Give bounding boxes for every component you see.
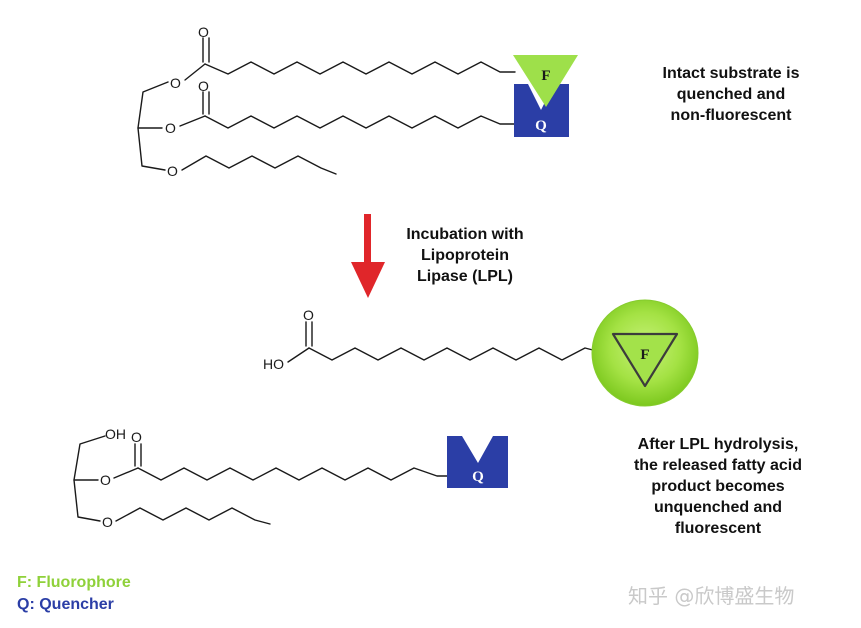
intact-substrate-caption: Intact substrate is quenched and non-flu… — [662, 65, 800, 124]
after-hydrolysis-caption: After LPL hydrolysis, the released fatty… — [633, 436, 803, 537]
remaining-glyceride-molecule: OH O O O Q — [73, 426, 508, 530]
released-fatty-acid-molecule: HO O F — [263, 299, 699, 407]
hydroxyl-group: HO — [263, 356, 284, 372]
quencher-block — [447, 436, 508, 488]
ether-chain — [181, 155, 337, 175]
oxygen-atom: O — [131, 429, 142, 445]
fluorophore-triangle — [611, 332, 679, 388]
intact-substrate-molecule: O O O O O Q F — [137, 24, 578, 179]
fluorophore-triangle — [513, 55, 578, 107]
fatty-acid-chain — [308, 347, 613, 361]
ether-chain — [115, 507, 271, 525]
glycerol-backbone — [137, 81, 169, 171]
legend-quencher: Q: Quencher — [17, 596, 114, 613]
fluorophore-label: F — [640, 347, 649, 363]
oxygen-atom: O — [303, 307, 314, 323]
reaction-arrow — [351, 214, 385, 298]
quencher-label: Q — [472, 469, 484, 485]
oxygen-atom: O — [102, 514, 113, 530]
oxygen-atom: O — [198, 78, 209, 94]
incubation-caption: Incubation with Lipoprotein Lipase (LPL) — [406, 226, 524, 285]
oxygen-atom: O — [167, 163, 178, 179]
acyl-chain-2 — [204, 115, 516, 129]
watermark: 知乎 @欣博盛生物 — [628, 584, 795, 608]
quencher-label: Q — [535, 118, 547, 134]
acyl-chain-1 — [204, 61, 516, 75]
legend-fluorophore: F: Fluorophore — [17, 574, 131, 591]
hydroxyl-group: OH — [105, 426, 126, 442]
oxygen-atom: O — [170, 75, 181, 91]
fluorophore-label: F — [541, 68, 550, 84]
oxygen-atom: O — [165, 120, 176, 136]
oxygen-atom: O — [100, 472, 111, 488]
quencher-block — [514, 84, 569, 137]
oxygen-atom: O — [198, 24, 209, 40]
acyl-chain — [137, 467, 449, 481]
